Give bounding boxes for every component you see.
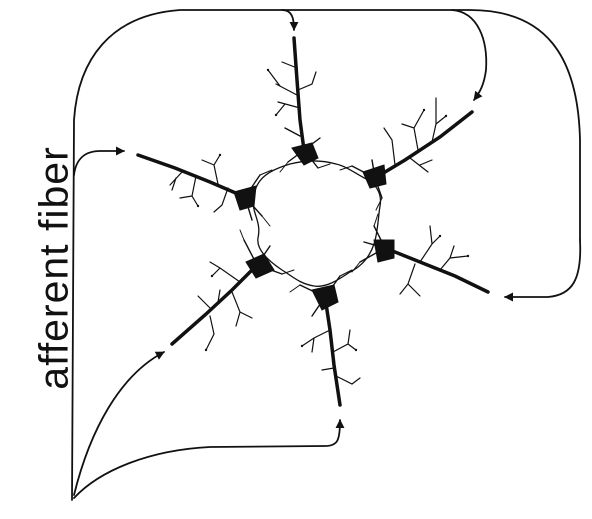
afferent-trunk — [72, 10, 580, 500]
neuron-bottom — [290, 270, 360, 405]
afferent-branch-lower-left — [74, 352, 164, 495]
afferent-branch-upper-right — [452, 10, 486, 100]
afferent-branch-right — [505, 240, 580, 297]
afferent-fiber-label: afferent fiber — [31, 146, 78, 389]
afferent-fiber — [72, 10, 580, 500]
neuron-left-upper — [138, 155, 272, 226]
afferent-branch-bottom — [74, 420, 340, 498]
dendrite-terminals — [197, 69, 469, 351]
neuron-lower-left — [172, 230, 294, 350]
afferent-branch-top — [282, 10, 294, 30]
afferent-branch-left-upper — [74, 151, 124, 175]
neuron-ring — [138, 38, 488, 405]
neuron-top — [268, 38, 330, 172]
neuron-upper-right — [340, 98, 472, 210]
